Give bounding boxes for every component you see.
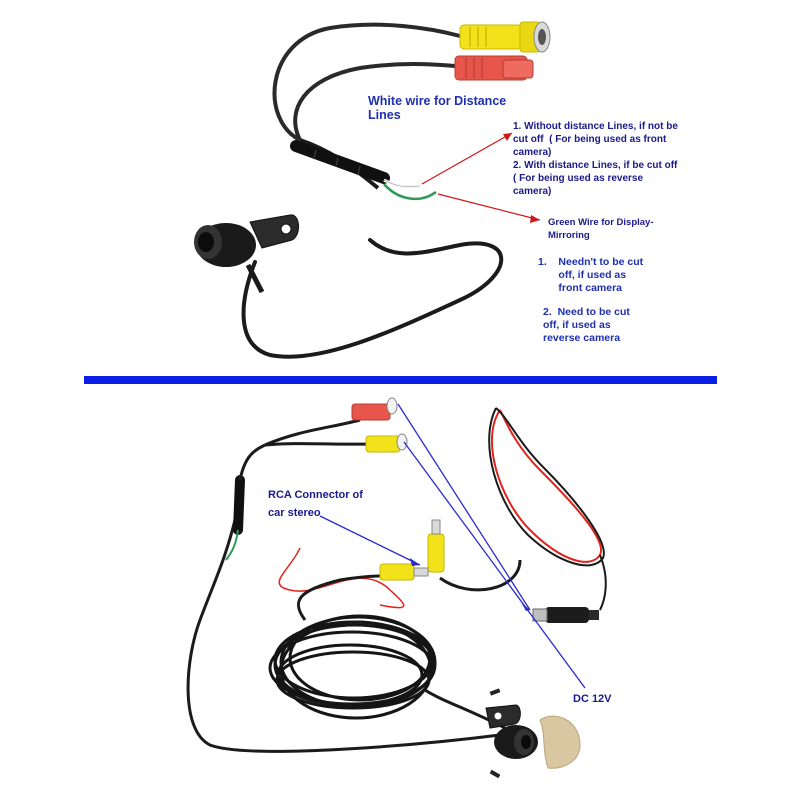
top-junction-sleeve bbox=[290, 140, 390, 184]
coiled-cable bbox=[268, 614, 437, 720]
mounting-screws bbox=[489, 688, 501, 779]
yellow-rca-connector bbox=[459, 21, 551, 53]
bottom-red-rca bbox=[351, 397, 398, 421]
top-cable-upper-a bbox=[272, 22, 461, 142]
green-wire-label: Green Wire for Display- Mirroring bbox=[548, 217, 654, 241]
bottom-camera bbox=[485, 704, 538, 759]
yellow-rca-plug-a bbox=[427, 519, 445, 573]
dc-12v-label: DC 12V bbox=[573, 693, 612, 705]
power-cable bbox=[488, 407, 607, 611]
bottom-junction-sleeve bbox=[233, 475, 245, 535]
dc-barrel-connector bbox=[532, 607, 599, 623]
rca-connector-label: RCA Connector of car stereo bbox=[268, 489, 363, 519]
yellow-rca-plug-b bbox=[379, 563, 429, 581]
blue-pointer-lines bbox=[319, 403, 586, 689]
top-panel bbox=[194, 21, 551, 359]
green-wire bbox=[383, 183, 437, 201]
distance-lines-options: 1. Without distance Lines, if not be cut… bbox=[513, 121, 678, 197]
top-camera bbox=[194, 214, 299, 294]
red-rca-connector bbox=[454, 55, 534, 81]
section-divider bbox=[84, 376, 717, 384]
white-wire-label: White wire for Distance Lines bbox=[368, 94, 507, 122]
mirroring-option-2: 2. Need to be cut off, if used as revers… bbox=[543, 306, 630, 344]
arrow-green-wire bbox=[437, 193, 541, 221]
red-wire-loose bbox=[278, 547, 405, 609]
top-main-cable bbox=[241, 238, 504, 359]
arrow-white-wire bbox=[421, 132, 513, 185]
top-cable-upper-b bbox=[293, 62, 456, 141]
mirroring-option-1: 1. Needn't to be cut off, if used as fro… bbox=[538, 256, 644, 294]
adhesive-pad bbox=[539, 715, 581, 769]
bottom-panel bbox=[186, 397, 607, 779]
green-wire-bottom bbox=[225, 529, 239, 561]
bottom-main-cable bbox=[186, 519, 501, 753]
white-wire-outline bbox=[383, 179, 421, 188]
bottom-yellow-rca bbox=[365, 433, 408, 453]
